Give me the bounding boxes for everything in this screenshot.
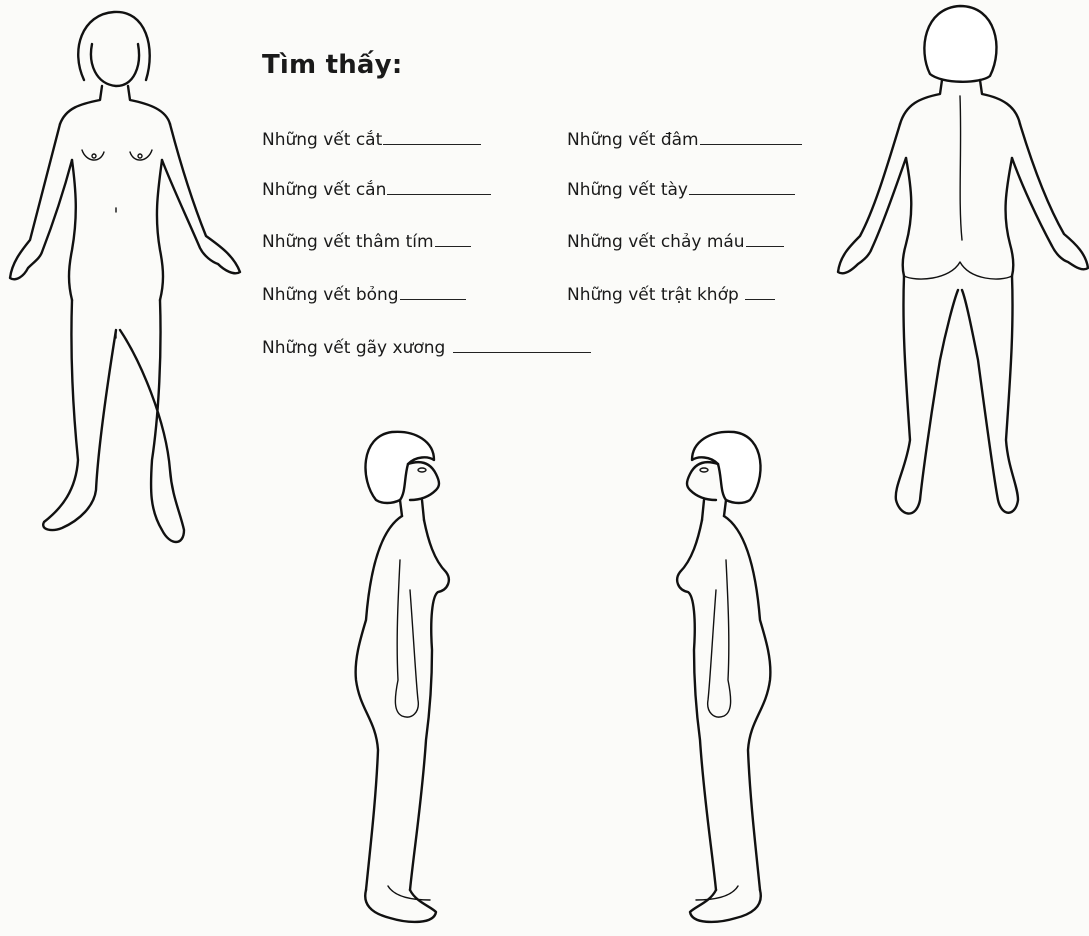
body-right-side-view[interactable] — [656, 420, 796, 936]
finding-fractures: Những vết gãy xương — [262, 338, 591, 358]
finding-label: Những vết bỏng — [262, 285, 399, 305]
blank-line[interactable] — [746, 245, 784, 247]
finding-label: Những vết trật khớp — [567, 285, 739, 305]
finding-cuts: Những vết cắt — [262, 130, 481, 150]
blank-line[interactable] — [700, 143, 802, 145]
finding-bites: Những vết cắn — [262, 180, 491, 200]
finding-label: Những vết cắt — [262, 130, 382, 150]
finding-label: Những vết cắn — [262, 180, 386, 200]
finding-label: Những vết gãy xương — [262, 338, 445, 358]
finding-label: Những vết thâm tím — [262, 232, 434, 252]
finding-stabs: Những vết đâm — [567, 130, 802, 150]
blank-line[interactable] — [435, 245, 471, 247]
blank-line[interactable] — [387, 193, 491, 195]
finding-dislocations: Những vết trật khớp — [567, 285, 775, 305]
finding-label: Những vết đâm — [567, 130, 699, 150]
blank-line[interactable] — [400, 298, 466, 300]
finding-label: Những vết chảy máu — [567, 232, 745, 252]
form-title: Tìm thấy: — [262, 50, 402, 80]
body-front-view[interactable] — [0, 0, 250, 560]
blank-line[interactable] — [689, 193, 795, 195]
finding-bleeding: Những vết chảy máu — [567, 232, 784, 252]
finding-label: Những vết tày — [567, 180, 688, 200]
body-back-view[interactable] — [830, 0, 1089, 540]
body-left-side-view[interactable] — [330, 420, 470, 936]
blank-line[interactable] — [383, 143, 481, 145]
blank-line[interactable] — [745, 298, 775, 300]
finding-blunt: Những vết tày — [567, 180, 795, 200]
finding-burns: Những vết bỏng — [262, 285, 466, 305]
blank-line[interactable] — [453, 351, 591, 353]
finding-bruises: Những vết thâm tím — [262, 232, 471, 252]
